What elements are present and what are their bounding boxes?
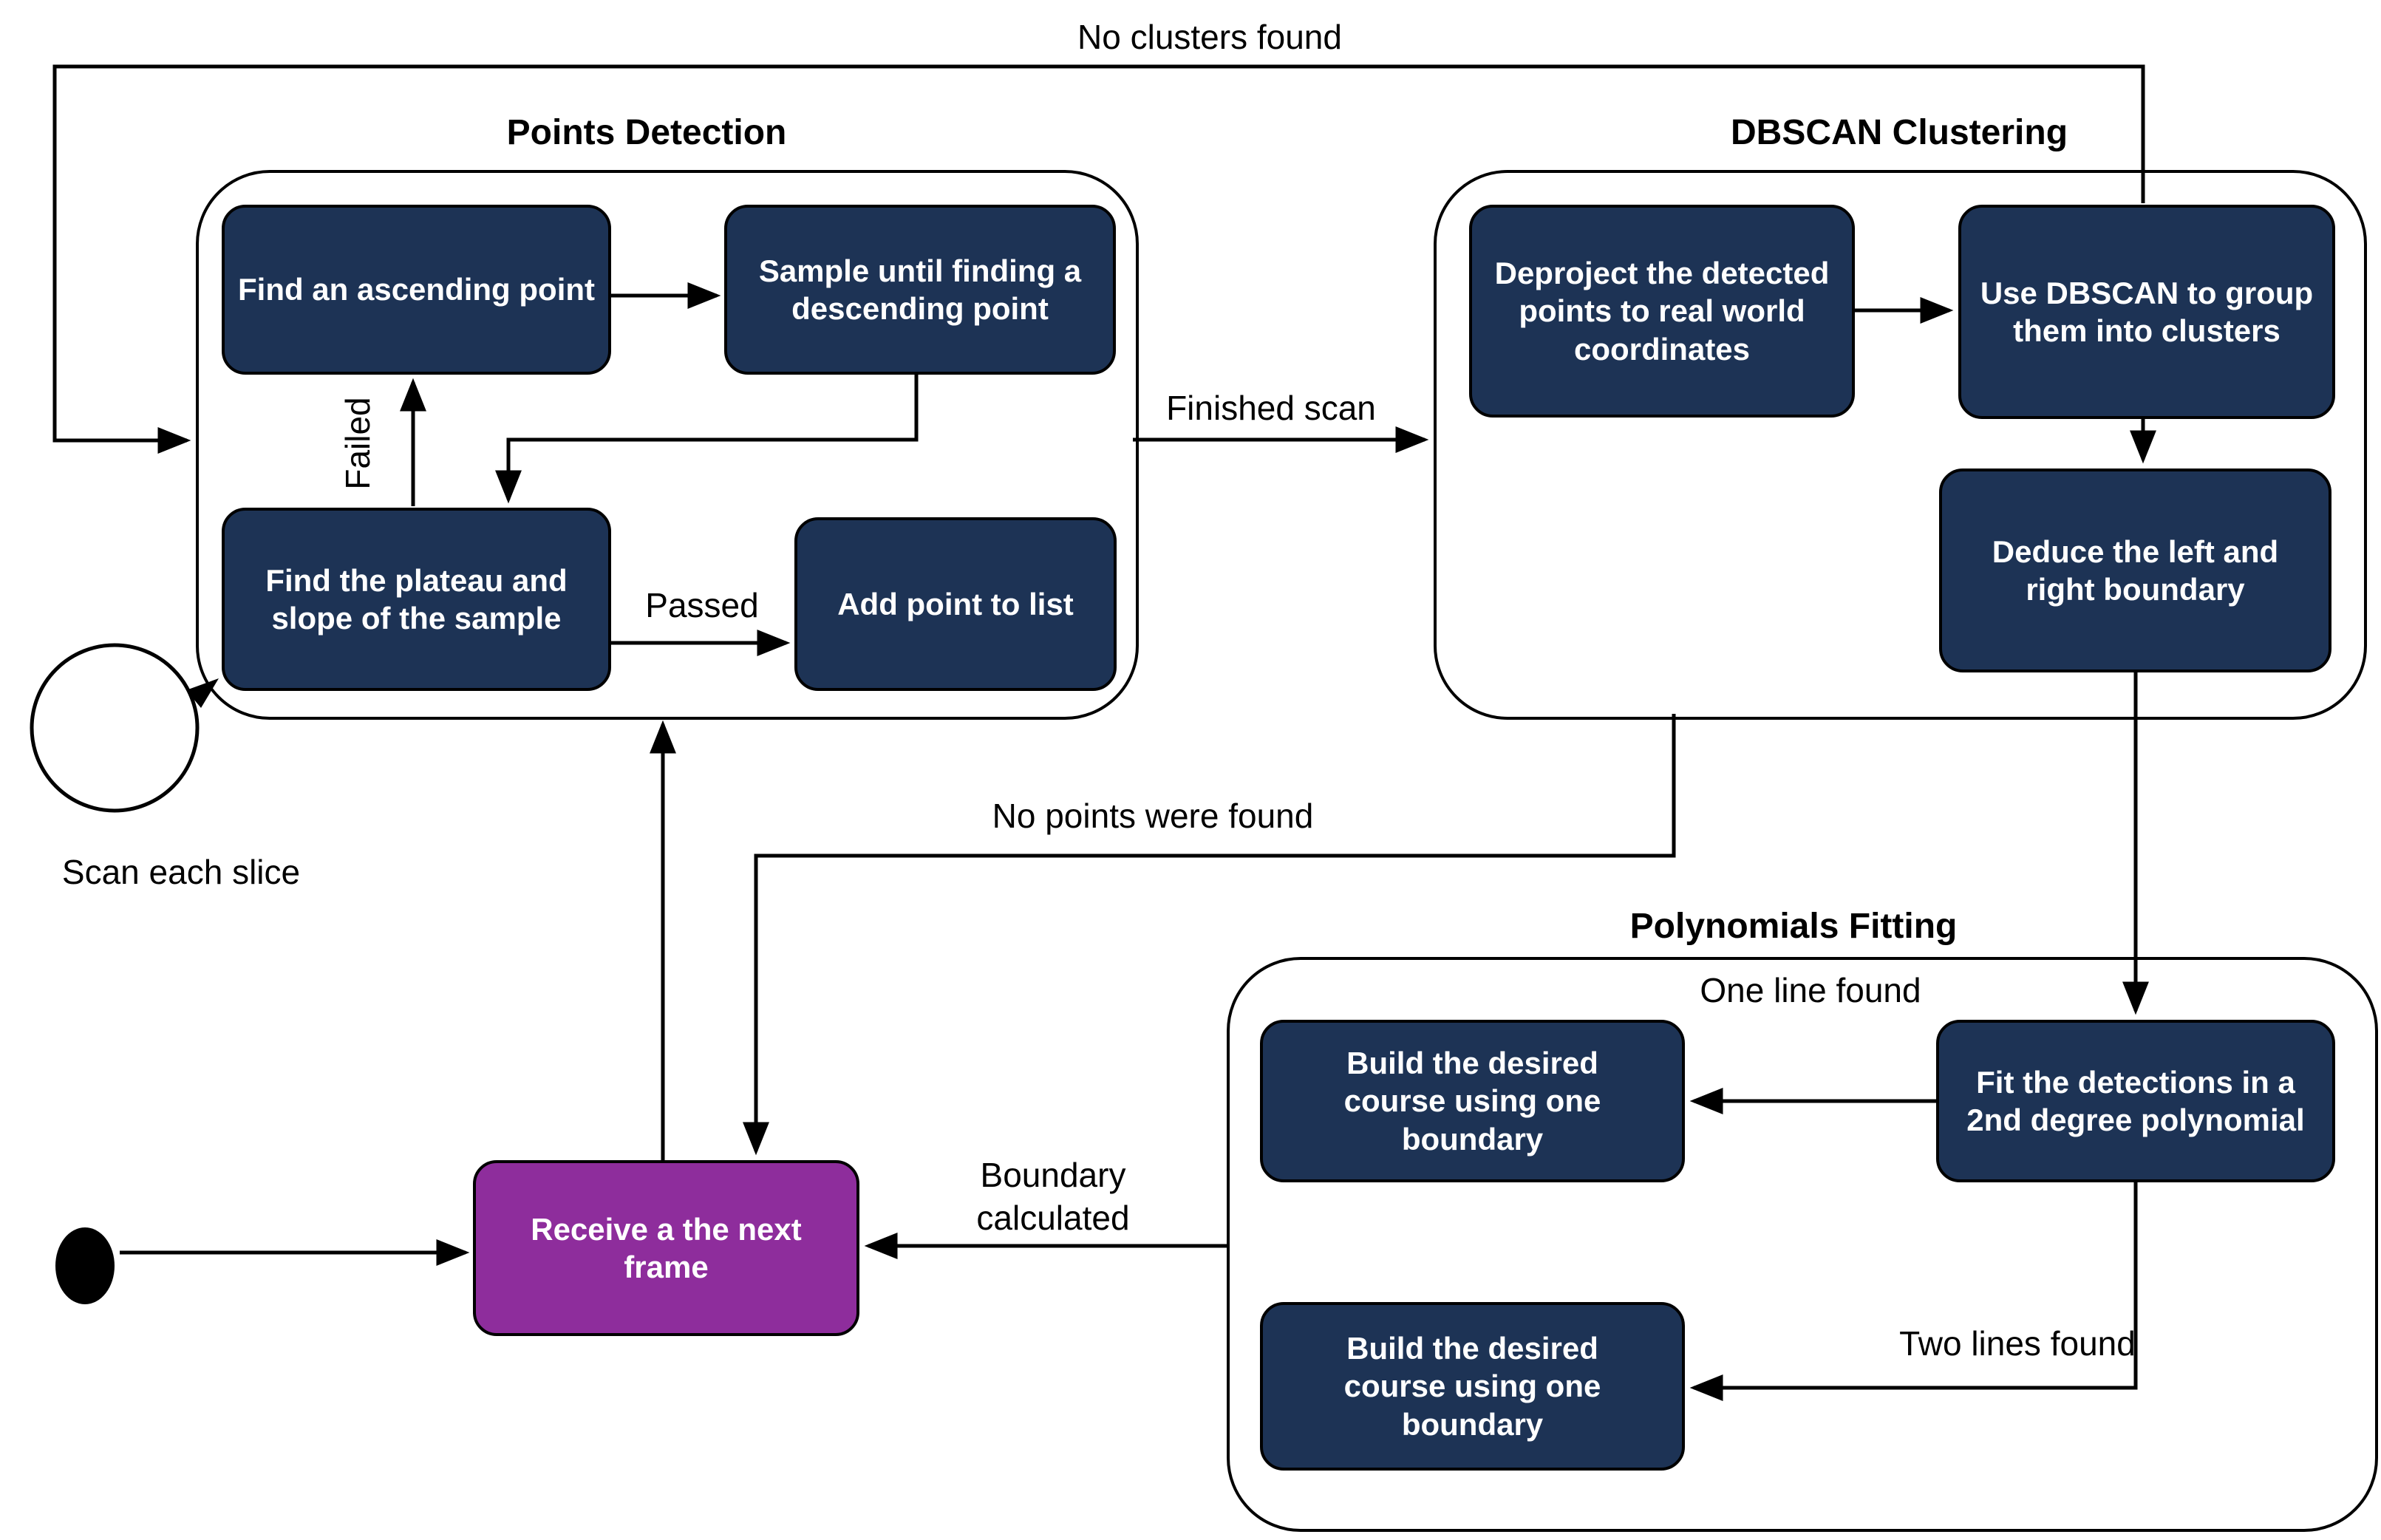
label-boundary-calculated: Boundary calculated — [976, 1156, 1130, 1237]
group-title-polynomials-fitting: Polynomials Fitting — [1629, 907, 1958, 946]
state-label: Build the desired course using one bound… — [1343, 1046, 1601, 1156]
state-deproject-points: Deproject the detected points to real wo… — [1469, 205, 1855, 418]
group-title-points-detection: Points Detection — [506, 113, 787, 152]
label-no-points-were-found: No points were found — [992, 797, 1314, 835]
state-find-ascending-point: Find an ascending point — [222, 205, 611, 375]
state-label: Receive a the next frame — [531, 1211, 802, 1284]
initial-state-dot-icon — [55, 1227, 115, 1304]
label-scan-each-slice: Scan each slice — [61, 853, 301, 891]
state-label: Build the desired course using one bound… — [1343, 1331, 1601, 1442]
state-find-plateau-slope: Find the plateau and slope of the sample — [222, 508, 611, 691]
label-two-lines-found: Two lines found — [1899, 1324, 2136, 1363]
label-finished-scan: Finished scan — [1166, 389, 1376, 427]
state-label: Find the plateau and slope of the sample — [265, 562, 568, 636]
state-label: Use DBSCAN to group them into clusters — [1980, 275, 2314, 348]
state-label: Fit the detections in a 2nd degree polyn… — [1966, 1064, 2305, 1137]
scan-each-slice-loop — [30, 643, 200, 813]
state-sample-until-descending: Sample until finding a descending point — [724, 205, 1116, 375]
state-deduce-boundary: Deduce the left and right boundary — [1939, 469, 2331, 672]
state-label: Add point to list — [837, 586, 1074, 621]
label-failed: Failed — [338, 397, 377, 490]
state-label: Sample until finding a descending point — [758, 253, 1082, 326]
state-label: Deduce the left and right boundary — [1992, 534, 2279, 607]
label-passed: Passed — [645, 586, 759, 624]
group-title-dbscan-clustering: DBSCAN Clustering — [1730, 113, 2068, 152]
state-label: Find an ascending point — [238, 272, 595, 307]
state-receive-next-frame: Receive a the next frame — [473, 1160, 859, 1336]
state-build-course-two-lines: Build the desired course using one bound… — [1260, 1302, 1685, 1471]
state-fit-detections: Fit the detections in a 2nd degree polyn… — [1936, 1020, 2335, 1182]
label-one-line-found: One line found — [1700, 971, 1921, 1009]
state-build-course-one-line: Build the desired course using one bound… — [1260, 1020, 1685, 1182]
state-use-dbscan: Use DBSCAN to group them into clusters — [1958, 205, 2335, 419]
label-no-clusters-found: No clusters found — [1077, 18, 1342, 56]
state-add-point-to-list: Add point to list — [794, 517, 1117, 691]
state-label: Deproject the detected points to real wo… — [1494, 256, 1830, 367]
